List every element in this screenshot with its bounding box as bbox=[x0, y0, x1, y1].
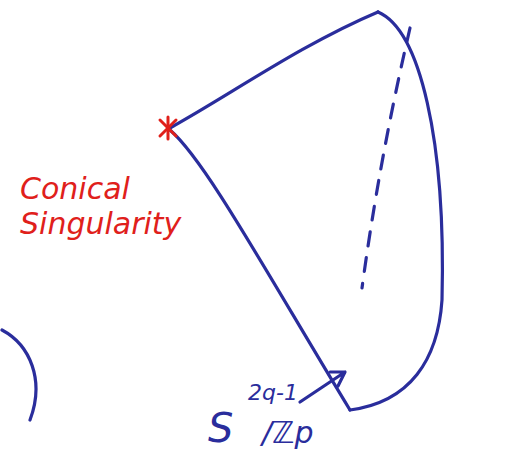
cone-base-hidden bbox=[362, 28, 410, 288]
singularity-label: Conical Singularity bbox=[20, 172, 140, 241]
cone-lower-edge bbox=[170, 130, 350, 410]
pointer-arrow bbox=[300, 372, 345, 402]
partial-curve bbox=[2, 330, 36, 420]
space-symbol: S bbox=[208, 408, 233, 448]
quotient-group: /ℤp bbox=[262, 418, 314, 448]
dimension-superscript: 2q-1 bbox=[248, 382, 298, 404]
singularity-star bbox=[160, 117, 176, 139]
cone-base-curve bbox=[350, 12, 442, 410]
cone-upper-edge bbox=[170, 12, 378, 128]
